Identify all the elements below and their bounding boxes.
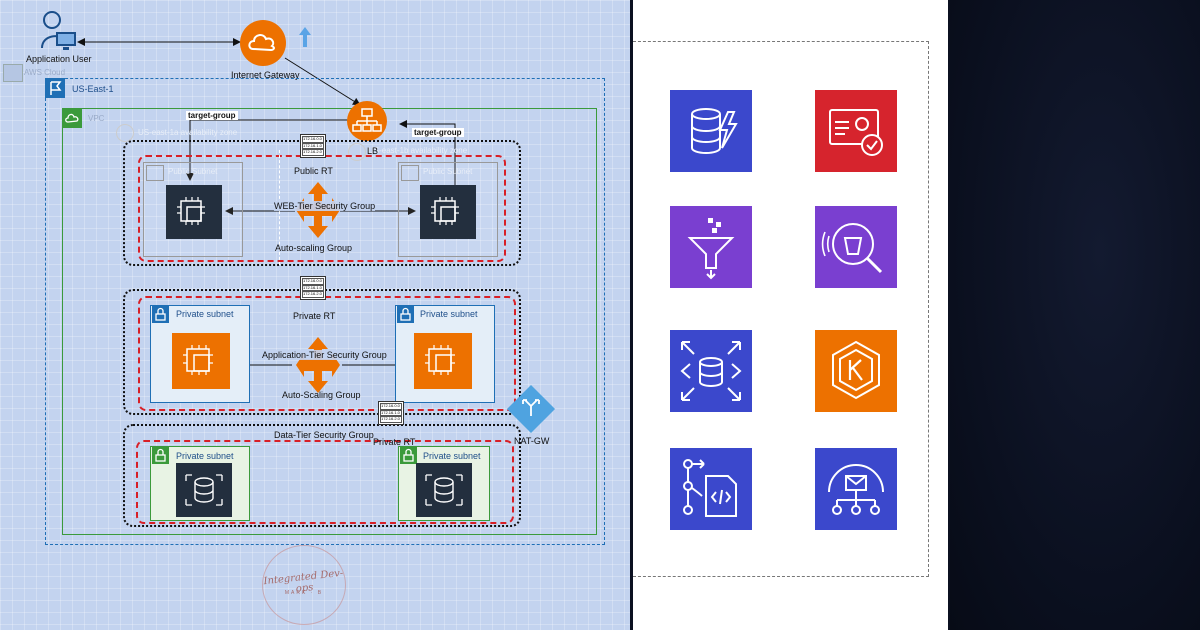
eks-tile	[815, 330, 897, 412]
autoscaling-icon-web	[296, 182, 340, 243]
az-icon-2	[348, 143, 366, 161]
sns-tile	[815, 448, 897, 530]
region-box	[45, 78, 605, 545]
glue-tile	[670, 206, 752, 288]
rt-entry: 172.16.1.0	[302, 284, 324, 292]
region-label: US-East-1	[72, 84, 114, 94]
vpc-label: VPC	[88, 114, 105, 123]
lb-label: LB	[367, 146, 379, 156]
nat-gw-label: NAT-GW	[514, 436, 550, 446]
autoscaling-icon-app	[296, 337, 340, 398]
public-subnet-icon-2	[401, 165, 419, 181]
s3-inspect-tile	[815, 206, 897, 288]
watermark-logo	[262, 545, 346, 625]
az-icon-1	[116, 124, 134, 142]
rds-data-icon-1	[176, 463, 232, 517]
az-label-1: US-east-1a availability zone	[138, 128, 238, 137]
rt-entry: 172.16.1.0	[302, 142, 324, 150]
az-label-2: US-east-1b availability zone	[368, 146, 468, 155]
rt-entry: 172.16.0.0	[302, 278, 324, 285]
vpc-cloud-icon	[62, 108, 82, 128]
aws-cloud-icon	[3, 64, 23, 82]
nat-arrows-icon	[518, 396, 544, 427]
public-subnet-label-1: Public Subnet	[168, 167, 218, 176]
app-sg-label: Application-Tier Security Group	[262, 350, 387, 360]
ec2-app-icon-1	[172, 333, 230, 389]
public-subnet-label-2: Public Subnet	[423, 167, 473, 176]
data-tier-sg-box	[136, 440, 514, 524]
glue-icon	[670, 206, 752, 288]
web-asg-label: Auto-scaling Group	[275, 243, 353, 253]
certificate-manager-tile	[815, 90, 897, 172]
connector-lines	[77, 38, 456, 369]
rt-entry: 172.16.2.0	[380, 416, 402, 424]
rt-entry: 172.16.0.0	[380, 403, 402, 410]
dark-background-panel	[950, 0, 1200, 630]
ec2-app-icon-2	[414, 333, 472, 389]
icon-panel	[633, 0, 948, 630]
upload-arrow-icon	[298, 26, 312, 53]
web-sg-label: WEB-Tier Security Group	[274, 201, 376, 211]
app-subnet-label-1: Private subnet	[176, 309, 234, 319]
load-balancer-icon	[347, 101, 387, 141]
lock-icon-app-1	[152, 306, 169, 323]
region-flag-icon	[45, 78, 65, 98]
architecture-diagram: Application User Internet Gateway AWS Cl…	[0, 0, 630, 630]
igw-lb-link	[284, 57, 361, 106]
codepipeline-tile	[670, 448, 752, 530]
lock-icon-app-2	[397, 306, 414, 323]
data-sg-label: Data-Tier Security Group	[274, 430, 374, 440]
dynamodb-tile	[670, 90, 752, 172]
certificate-manager-icon	[815, 90, 897, 172]
public-rt-label: Public RT	[294, 166, 333, 176]
lb-target-left	[186, 119, 350, 181]
rds-tile	[670, 330, 752, 412]
data-tier-outer	[123, 424, 521, 527]
s3-inspect-icon	[815, 206, 897, 288]
public-subnet-icon-1	[146, 165, 164, 181]
ec2-web-icon-1	[166, 185, 222, 239]
icon-panel-frame	[633, 41, 929, 577]
private-rt-icon-2: 172.16.0.0 172.16.1.0 172.16.2.0	[378, 401, 404, 425]
ec2-web-icon-2	[420, 185, 476, 239]
lb-target-right	[399, 120, 456, 185]
target-group-label-1: target-group	[186, 111, 238, 120]
watermark-subtext: MARK · B	[284, 590, 324, 596]
sns-icon	[815, 448, 897, 530]
rt-entry: 172.16.0.0	[302, 136, 324, 143]
lock-icon-data-1	[152, 447, 169, 464]
rt-entry: 172.16.1.0	[380, 409, 402, 417]
internet-gateway-label: Internet Gateway	[231, 70, 300, 80]
user-icon	[40, 10, 80, 57]
app-tier-sg-box	[138, 296, 516, 411]
rt-entry: 172.16.2.0	[302, 291, 324, 299]
data-subnet-label-1: Private subnet	[176, 451, 234, 461]
rt-entry: 172.16.2.0	[302, 149, 324, 157]
private-rt-icon-1: 172.16.0.0 172.16.1.0 172.16.2.0	[300, 276, 326, 300]
aws-cloud-label: AWS Cloud	[24, 68, 66, 77]
lock-icon-data-2	[400, 447, 417, 464]
internet-gateway-icon	[240, 20, 286, 66]
data-subnet-label-2: Private subnet	[423, 451, 481, 461]
codepipeline-icon	[670, 448, 752, 530]
target-group-label-2: target-group	[412, 128, 464, 137]
eks-icon	[815, 330, 897, 412]
rds-icon	[670, 330, 752, 412]
dynamodb-icon	[670, 90, 752, 172]
app-subnet-label-2: Private subnet	[420, 309, 478, 319]
private-rt-label-1: Private RT	[293, 311, 336, 321]
rds-data-icon-2	[416, 463, 472, 517]
application-user-label: Application User	[26, 54, 92, 64]
private-rt-label-2: Private RT	[373, 437, 416, 447]
public-rt-icon: 172.16.0.0 172.16.1.0 172.16.2.0	[300, 134, 326, 158]
app-asg-label: Auto-Scaling Group	[282, 390, 361, 400]
vpc-box	[62, 108, 597, 535]
